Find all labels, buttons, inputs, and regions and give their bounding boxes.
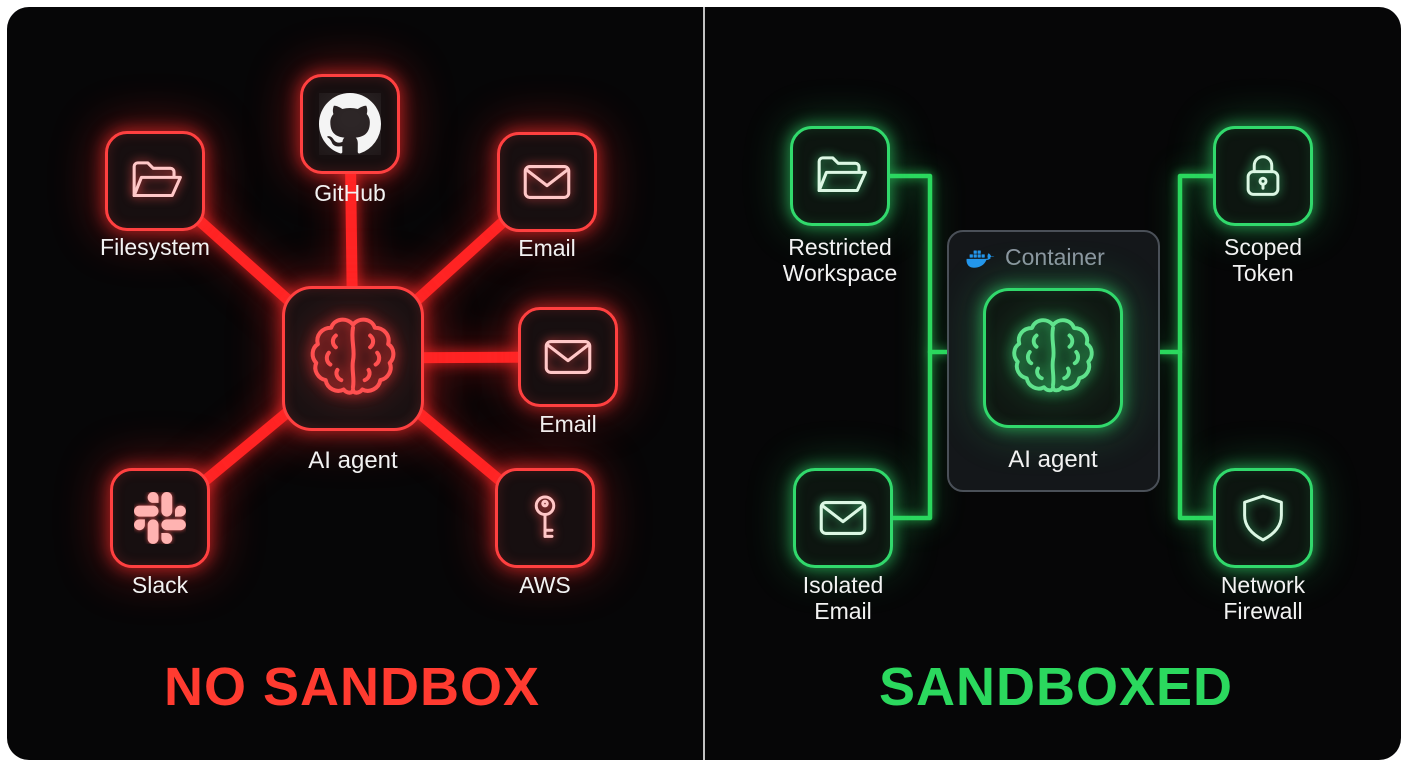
diagram-board: Filesystem GitHub Email Email <box>7 7 1401 760</box>
green-connection-lines <box>887 173 1216 521</box>
envelope-icon <box>523 165 571 199</box>
envelope-icon <box>819 501 867 535</box>
slack-label: Slack <box>131 572 189 598</box>
docker-icon <box>966 250 995 268</box>
filesystem-label: Filesystem <box>100 234 210 260</box>
scoped-token-label: Scoped Token <box>1223 234 1302 287</box>
network-firewall-node <box>1213 468 1313 568</box>
brain-icon <box>1012 318 1094 393</box>
slack-icon <box>134 492 186 544</box>
container-label: Container <box>1005 244 1105 270</box>
key-icon <box>534 495 556 538</box>
network-firewall-label: Network Firewall <box>1220 572 1306 625</box>
aws-label: AWS <box>519 572 571 598</box>
envelope-icon <box>544 340 592 374</box>
lock-icon <box>1246 155 1280 196</box>
brain-icon <box>310 317 396 395</box>
restricted-workspace-node <box>790 126 890 226</box>
ai-agent-label: AI agent <box>308 447 398 474</box>
scoped-token-node <box>1213 126 1313 226</box>
shield-icon <box>1243 494 1283 542</box>
container-header: Container <box>966 244 1105 271</box>
restricted-workspace-label: Restricted Workspace <box>782 234 898 287</box>
email-top-node <box>497 132 597 232</box>
aws-node <box>495 468 595 568</box>
slack-node <box>110 468 210 568</box>
filesystem-node <box>105 131 205 231</box>
email-right-label: Email <box>539 411 597 437</box>
ai-agent-node <box>282 286 424 431</box>
panel-divider <box>703 7 705 760</box>
isolated-email-label: Isolated Email <box>802 572 884 625</box>
sandboxed-ai-agent-label: AI agent <box>1008 446 1098 473</box>
email-top-label: Email <box>518 235 576 261</box>
github-label: GitHub <box>314 180 386 206</box>
sandboxed-ai-agent-node <box>983 288 1123 428</box>
github-icon <box>319 93 381 154</box>
email-right-node <box>518 307 618 407</box>
no-sandbox-title: NO SANDBOX <box>163 657 541 717</box>
folder-icon <box>132 161 182 198</box>
diagram-stage: Filesystem GitHub Email Email <box>7 7 1401 760</box>
isolated-email-node <box>793 468 893 568</box>
sandboxed-title: SANDBOXED <box>878 657 1234 717</box>
github-node <box>300 74 400 174</box>
folder-icon <box>817 156 867 193</box>
